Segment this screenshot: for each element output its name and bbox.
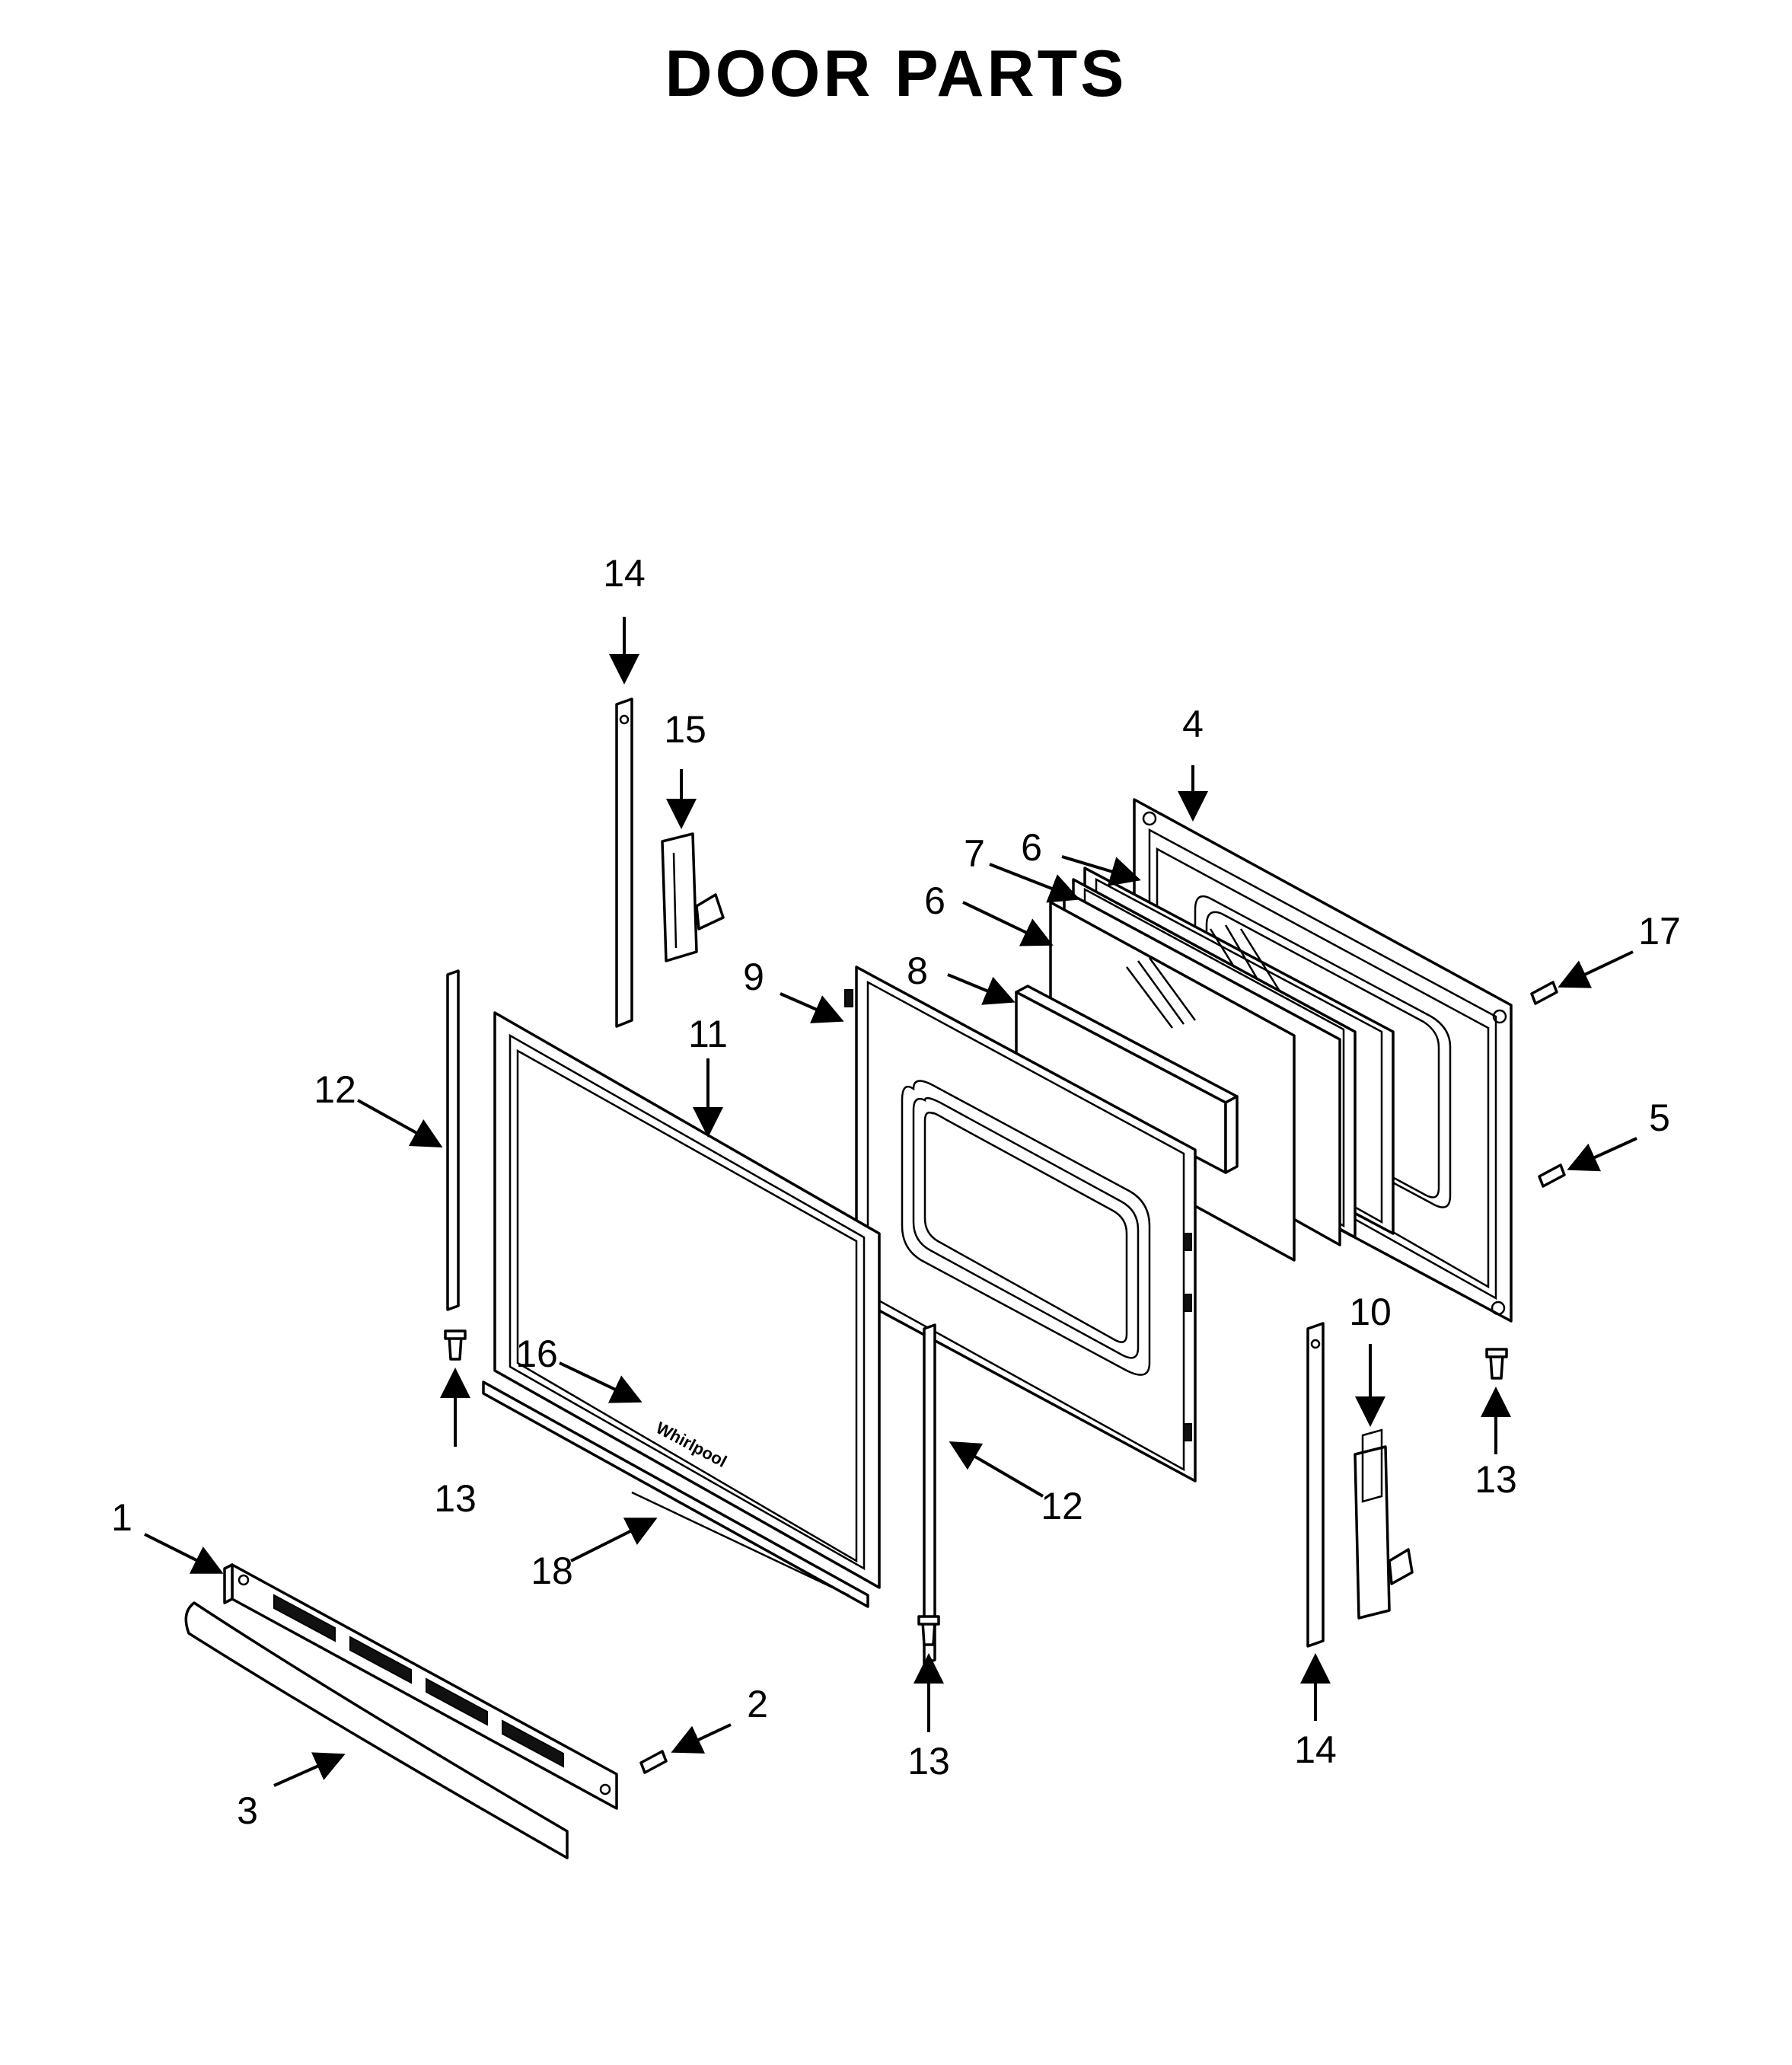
part-14-right-hinge-channel [1306, 1322, 1325, 1648]
callout-labels: 14 15 4 6 7 6 8 9 11 12 17 5 10 16 13 13… [111, 552, 1681, 1832]
page-title: DOOR PARTS [665, 37, 1127, 110]
part-13-screw-left [444, 1329, 467, 1361]
callout-12-right: 12 [1041, 1485, 1083, 1527]
callout-16: 16 [515, 1333, 558, 1375]
part-8-insulation [1015, 985, 1239, 1174]
callout-10: 10 [1349, 1291, 1392, 1333]
part-5-screw [1538, 1163, 1566, 1188]
callout-4: 4 [1182, 703, 1204, 745]
callout-15: 15 [664, 708, 706, 751]
callout-17: 17 [1638, 910, 1681, 953]
part-1-vent-panel [223, 1563, 618, 1810]
part-17-screw [1530, 981, 1558, 1005]
callout-3: 3 [237, 1789, 258, 1832]
part-14-left-hinge-channel [615, 697, 633, 1028]
callout-12-left: 12 [314, 1068, 356, 1111]
part-3-door-handle [184, 1601, 569, 1859]
callout-18: 18 [531, 1550, 573, 1592]
callout-13-middle: 13 [907, 1740, 950, 1783]
part-15-left-hinge [661, 832, 725, 962]
part-9-inner-door-panel [844, 965, 1197, 1483]
callout-14-bottom: 14 [1294, 1728, 1337, 1771]
callout-2: 2 [747, 1683, 768, 1725]
part-11-outer-door-frame: Whirlpool [482, 1011, 881, 1608]
part-13-screw-middle [917, 1615, 940, 1646]
callout-9: 9 [743, 956, 764, 998]
part-12-right-side-trim [923, 1323, 936, 1665]
part-13-screw-right [1485, 1348, 1508, 1380]
leader-lines [144, 617, 1637, 1787]
part-2-screw [639, 1750, 668, 1774]
callout-13-right: 13 [1475, 1458, 1517, 1501]
callout-6-front: 6 [924, 879, 945, 922]
callout-5: 5 [1649, 1096, 1670, 1139]
part-10-right-hinge [1354, 1428, 1414, 1620]
callout-11: 11 [688, 1013, 728, 1055]
callout-8: 8 [907, 950, 928, 992]
callout-6-rear: 6 [1021, 826, 1042, 869]
part-18-bottom-trim [631, 1491, 850, 1597]
callout-1: 1 [111, 1496, 132, 1539]
callout-14-top: 14 [603, 552, 646, 595]
callout-13-left: 13 [434, 1477, 477, 1520]
callout-7: 7 [964, 832, 985, 875]
part-12-left-side-trim [446, 969, 460, 1311]
